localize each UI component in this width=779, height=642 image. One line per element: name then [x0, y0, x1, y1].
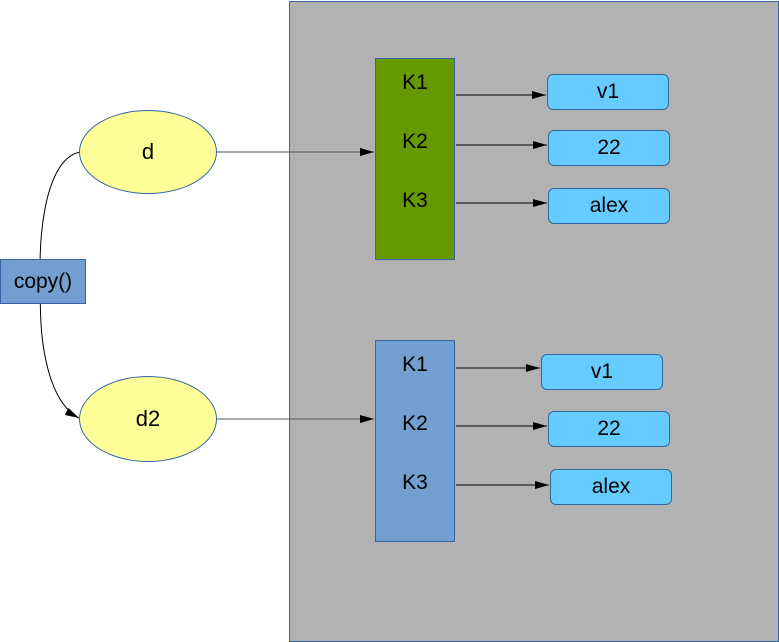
dict-d2-value-alex: alex	[550, 469, 672, 505]
copy-operation-label: copy()	[13, 269, 73, 293]
dict-d-value-alex-text: alex	[589, 194, 629, 217]
dict-d-key-k2: K2	[402, 130, 428, 153]
memory-panel	[289, 1, 779, 642]
variable-d2: d2	[79, 376, 217, 462]
variable-d: d	[79, 110, 217, 194]
copy-operation-box: copy()	[0, 259, 86, 304]
dict-d2-value-22-text: 22	[597, 417, 621, 440]
dict-d2-keys-box	[375, 340, 455, 542]
dict-d-key-k3: K3	[402, 189, 428, 212]
dict-d2-value-v1-text: v1	[590, 360, 614, 383]
dict-d2-value-alex-text: alex	[591, 475, 631, 498]
dict-d-value-v1-text: v1	[596, 80, 620, 103]
dict-d2-key-k3: K3	[402, 471, 428, 494]
dict-d-keys-box	[375, 58, 455, 260]
dict-d-key-k1: K1	[402, 71, 428, 94]
dict-d2-value-v1: v1	[541, 354, 663, 390]
dict-d-value-v1: v1	[547, 74, 669, 110]
dict-d-value-22-text: 22	[597, 136, 621, 159]
variable-d2-label: d2	[135, 406, 161, 431]
dict-d-value-alex: alex	[548, 188, 670, 224]
dict-d2-value-22: 22	[548, 411, 670, 447]
dict-d2-key-k2: K2	[402, 412, 428, 435]
dict-d-value-22: 22	[548, 130, 670, 166]
dict-d2-key-k1: K1	[402, 353, 428, 376]
variable-d-label: d	[141, 139, 155, 164]
